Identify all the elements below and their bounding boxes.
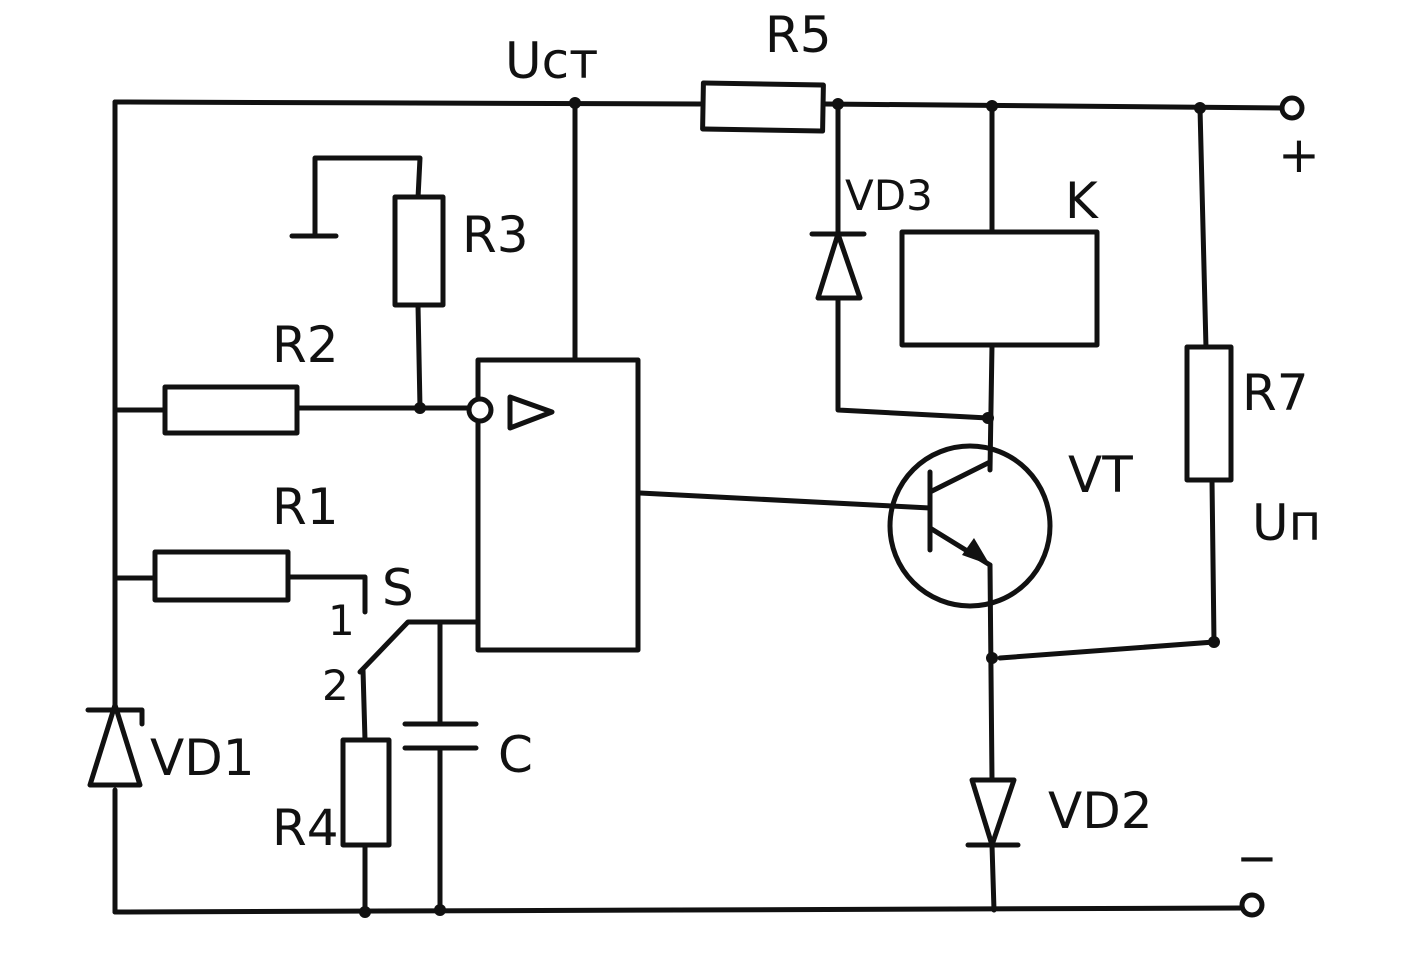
zener-diode-vd1 [85,702,145,788]
transistor-vt [887,443,1053,609]
wire-timer-to-base [637,490,933,511]
resistor-r7 [1184,344,1234,483]
label-r5: R5 [765,6,832,64]
wire-vd2-to-bottom [989,842,997,913]
label-r1: R1 [272,478,339,536]
label-switch-pos-2: 2 [322,661,349,710]
junction-dots [359,97,1220,918]
switch-s-lever [357,619,483,675]
label-r2: R2 [272,316,339,374]
label-k: K [1065,172,1099,230]
label-ust: Uст [505,32,598,90]
diode-vd2 [965,777,1021,848]
resistor-r3 [392,194,446,308]
wire-sw2-to-r4 [360,667,368,743]
resistor-r5 [700,80,826,134]
timer-ic [475,357,641,653]
timer-inverting-input [466,396,494,424]
resistor-r2 [162,384,300,436]
wire-top-rail-left [112,99,703,107]
terminal-minus [1239,892,1265,918]
wire-r7-top [1197,105,1209,351]
wire-r7-bottom [997,477,1217,661]
label-s: S [382,559,414,617]
label-vd1: VD1 [150,729,255,787]
capacitor-c [402,721,479,751]
label-vd2: VD2 [1048,782,1153,840]
label-r3: R3 [462,206,529,264]
label-minus: − [1236,829,1278,887]
diode-vd3 [809,231,867,301]
wire-vd3-bottom [835,297,991,421]
label-switch-pos-1: 1 [328,596,355,645]
label-vt: VT [1068,446,1133,504]
label-un: Uп [1252,494,1321,552]
label-vd3: VD3 [845,171,933,220]
label-c: C [498,726,533,784]
resistor-r4 [340,737,392,848]
label-r7: R7 [1242,364,1309,422]
wire-top-rail-right [822,101,1286,111]
wire-bottom-rail [112,905,1243,915]
resistor-r1 [152,549,291,603]
terminal-plus [1279,95,1305,121]
label-r4: R4 [272,799,339,857]
wire-r1-right [285,574,368,615]
timer-trigger-marker [507,394,555,431]
wire-r3-bottom [415,302,423,411]
wire-emitter-down [987,562,995,783]
label-plus: + [1278,126,1320,184]
wire-r3-top [312,155,423,239]
relay-coil-k [899,229,1100,348]
